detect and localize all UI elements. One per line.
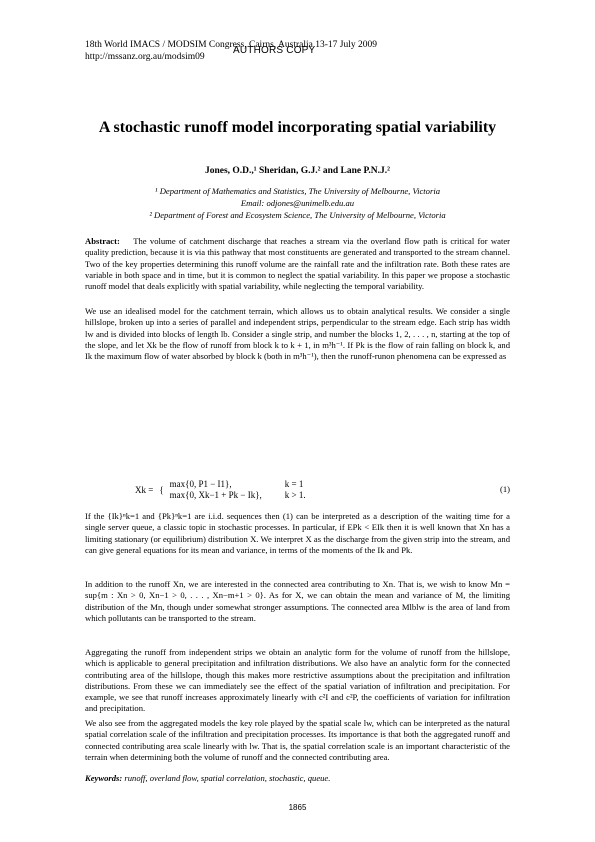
equation-case1-expr: max{0, P1 − I1}, bbox=[169, 479, 232, 489]
keywords-label: Keywords: bbox=[85, 773, 123, 783]
affiliation-email: Email: odjones@unimelb.edu.au bbox=[240, 198, 355, 208]
abstract-text: The volume of catchment discharge that r… bbox=[85, 236, 511, 292]
equation-lhs: Xk = bbox=[135, 484, 154, 495]
abstract-label: Abstract: bbox=[85, 236, 120, 246]
affiliation-1: ¹ Department of Mathematics and Statisti… bbox=[154, 186, 441, 196]
authors: Jones, O.D.,¹ Sheridan, G.J.² and Lane P… bbox=[204, 166, 391, 176]
equation-case2-cond: k > 1. bbox=[284, 490, 306, 500]
equation-number: (1) bbox=[499, 484, 510, 494]
paragraph-model: We use an idealised model for the catchm… bbox=[85, 306, 510, 362]
equation-1: Xk = { max{0, P1 − I1}, k = 1 max{0, Xk−… bbox=[132, 479, 309, 501]
page-number: 1865 bbox=[288, 803, 307, 812]
keywords-text: runoff, overland flow, spatial correlati… bbox=[124, 773, 331, 783]
paper-title: A stochastic runoff model incorporating … bbox=[98, 119, 497, 136]
abstract: Abstract: The volume of catchment discha… bbox=[85, 236, 510, 292]
watermark: AUTHORS COPY bbox=[233, 45, 316, 56]
equation-case2-expr: max{0, Xk−1 + Pk − Ik}, bbox=[169, 490, 262, 500]
paragraph-queue: If the {Ik}ⁿk=1 and {Pk}ⁿk=1 are i.i.d. … bbox=[85, 511, 510, 555]
paragraph-aggregation: Aggregating the runoff from independent … bbox=[85, 647, 510, 714]
conference-line: 18th World IMACS / MODSIM Congress, Cair… bbox=[85, 40, 377, 51]
equation-case1-cond: k = 1 bbox=[284, 479, 304, 489]
url-link[interactable]: http://mssanz.org.au/modsim09 bbox=[85, 52, 205, 62]
keywords: Keywords: runoff, overland flow, spatial… bbox=[85, 773, 510, 784]
paragraph-spatial-scale: We also see from the aggregated models t… bbox=[85, 718, 510, 762]
equation-brace: { bbox=[159, 484, 164, 495]
affiliation-2: ² Department of Forest and Ecosystem Sci… bbox=[149, 210, 446, 220]
conference-url[interactable]: http://mssanz.org.au/modsim09 bbox=[85, 52, 205, 63]
paragraph-connected-area: In addition to the runoff Xn, we are int… bbox=[85, 579, 510, 623]
conference-text: 18th World IMACS / MODSIM Congress, Cair… bbox=[85, 40, 377, 50]
